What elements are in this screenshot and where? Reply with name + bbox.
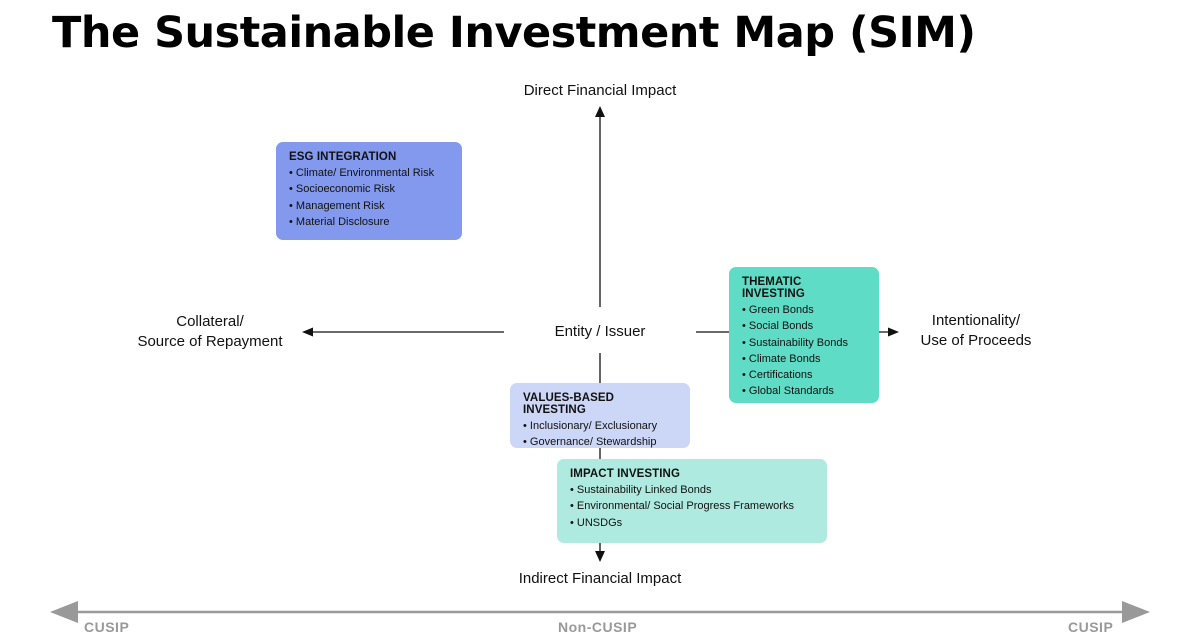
axis-label-bottom: Indirect Financial Impact — [518, 570, 682, 587]
arrow-down-icon — [595, 551, 605, 562]
esg-integration-box: ESG INTEGRATION Climate/ Environmental R… — [276, 142, 462, 240]
page-title: The Sustainable Investment Map (SIM) — [52, 8, 976, 58]
list-item: Climate Bonds — [742, 351, 867, 367]
impact-investing-list: Sustainability Linked Bonds Environmenta… — [570, 482, 815, 531]
axis-label-left-line1: Collateral/ — [176, 313, 244, 330]
non-cusip-label: Non-CUSIP — [558, 619, 638, 635]
arrow-up-icon — [595, 106, 605, 117]
list-item: Green Bonds — [742, 302, 867, 318]
list-item: Climate/ Environmental Risk — [289, 165, 450, 181]
arrow-right-icon — [888, 327, 899, 337]
scale-arrow-right-icon — [1122, 601, 1150, 623]
list-item: Inclusionary/ Exclusionary — [523, 418, 678, 434]
cusip-label-right: CUSIP — [1068, 619, 1114, 635]
axis-label-right: Intentionality/ Use of Proceeds — [896, 311, 1056, 351]
list-item: Social Bonds — [742, 318, 867, 334]
impact-investing-title: IMPACT INVESTING — [570, 468, 681, 480]
esg-integration-title: ESG INTEGRATION — [289, 151, 397, 163]
list-item: Sustainability Linked Bonds — [570, 482, 815, 498]
values-based-investing-box: VALUES-BASED INVESTING Inclusionary/ Exc… — [510, 383, 690, 448]
list-item: Material Disclosure — [289, 214, 450, 230]
axis-label-right-line1: Intentionality/ — [931, 312, 1021, 329]
impact-investing-box: IMPACT INVESTING Sustainability Linked B… — [557, 459, 827, 543]
center-label: Entity / Issuer — [554, 323, 646, 340]
list-item: Governance/ Stewardship — [523, 434, 678, 450]
thematic-investing-list: Green Bonds Social Bonds Sustainability … — [742, 302, 867, 400]
scale-arrow-left-icon — [50, 601, 78, 623]
arrow-left-icon — [302, 327, 313, 337]
axis-label-left-line2: Source of Repayment — [137, 333, 283, 350]
list-item: Certifications — [742, 367, 867, 383]
list-item: Socioeconomic Risk — [289, 181, 450, 197]
axis-label-top: Direct Financial Impact — [523, 82, 677, 99]
list-item: Global Standards — [742, 383, 867, 399]
list-item: UNSDGs — [570, 515, 815, 531]
axis-label-left: Collateral/ Source of Repayment — [120, 312, 300, 352]
thematic-investing-box: THEMATIC INVESTING Green Bonds Social Bo… — [729, 267, 879, 403]
cusip-label-left: CUSIP — [84, 619, 130, 635]
esg-integration-list: Climate/ Environmental Risk Socioeconomi… — [289, 165, 450, 230]
list-item: Sustainability Bonds — [742, 335, 867, 351]
list-item: Management Risk — [289, 198, 450, 214]
axis-label-right-line2: Use of Proceeds — [920, 332, 1032, 349]
values-based-investing-title: VALUES-BASED INVESTING — [523, 392, 615, 416]
list-item: Environmental/ Social Progress Framework… — [570, 498, 815, 514]
values-based-investing-list: Inclusionary/ Exclusionary Governance/ S… — [523, 418, 678, 451]
thematic-investing-title: THEMATIC INVESTING — [742, 276, 805, 300]
